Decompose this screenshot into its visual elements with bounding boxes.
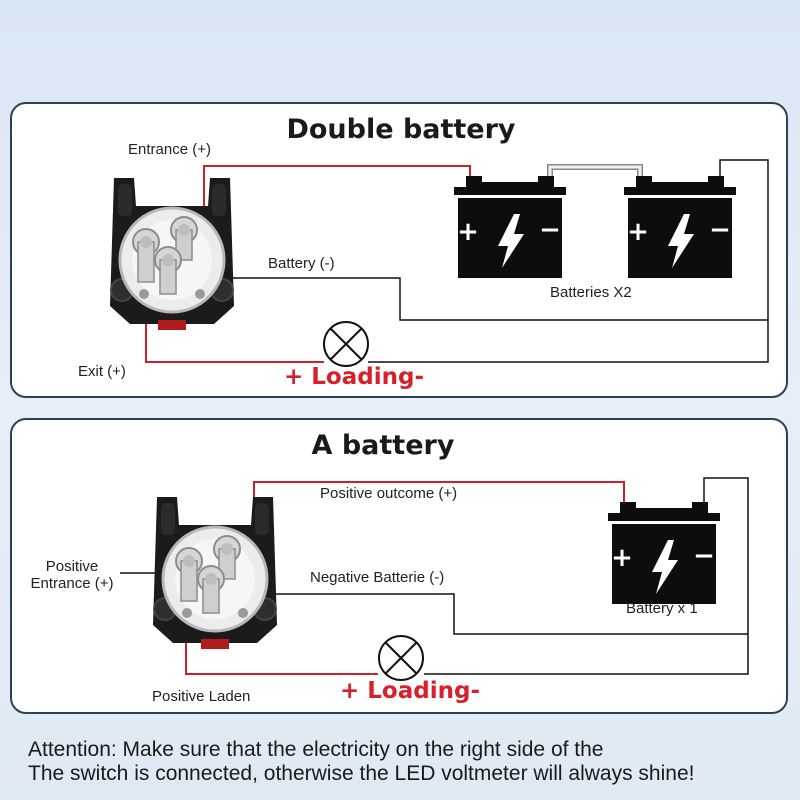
attention-line-1: Attention: Make sure that the electricit… — [28, 738, 604, 761]
top-battery-switch-icon — [108, 176, 236, 332]
top-battery-1-minus: − — [539, 215, 561, 245]
top-loading-label: + Loading- — [284, 364, 424, 390]
bottom-battery-switch-icon — [151, 495, 279, 651]
top-lamp-icon — [323, 321, 369, 367]
bottom-title: A battery — [311, 430, 455, 461]
bottom-negative-batterie-label: Negative Batterie (-) — [310, 569, 445, 586]
top-title: Double battery — [286, 114, 516, 145]
top-entrance-label: Entrance (+) — [128, 141, 211, 158]
bottom-battery-plus: + — [611, 543, 633, 573]
attention-line-2: The switch is connected, otherwise the L… — [28, 762, 695, 785]
bottom-positive-entrance-line2: Entrance (+) — [30, 575, 114, 592]
bottom-positive-entrance-label: Positive Entrance (+) — [22, 558, 122, 592]
top-return-wire — [368, 159, 769, 363]
top-exit-label: Exit (+) — [78, 363, 126, 380]
bottom-battery-count-label: Battery x 1 — [626, 600, 698, 617]
attention-note: Attention: Make sure that the electricit… — [28, 738, 788, 786]
top-battery-neg-label: Battery (-) — [268, 255, 335, 272]
bottom-return-wire — [424, 477, 749, 675]
bottom-battery-minus: − — [693, 541, 715, 571]
top-battery-1-plus: + — [457, 217, 479, 247]
bottom-lamp-icon — [378, 635, 424, 681]
bottom-positive-laden-label: Positive Laden — [152, 688, 251, 705]
bottom-negative-wire — [244, 593, 748, 635]
bottom-positive-outcome-label: Positive outcome (+) — [320, 485, 458, 502]
bottom-loading-label: + Loading- — [340, 678, 480, 704]
top-entrance-wire — [203, 165, 471, 240]
top-battery-2-plus: + — [627, 217, 649, 247]
bottom-positive-entrance-line1: Positive — [45, 558, 99, 575]
top-batteries-label: Batteries X2 — [550, 284, 632, 301]
top-battery-neg-wire — [190, 277, 768, 321]
top-battery-2-minus: − — [709, 215, 731, 245]
